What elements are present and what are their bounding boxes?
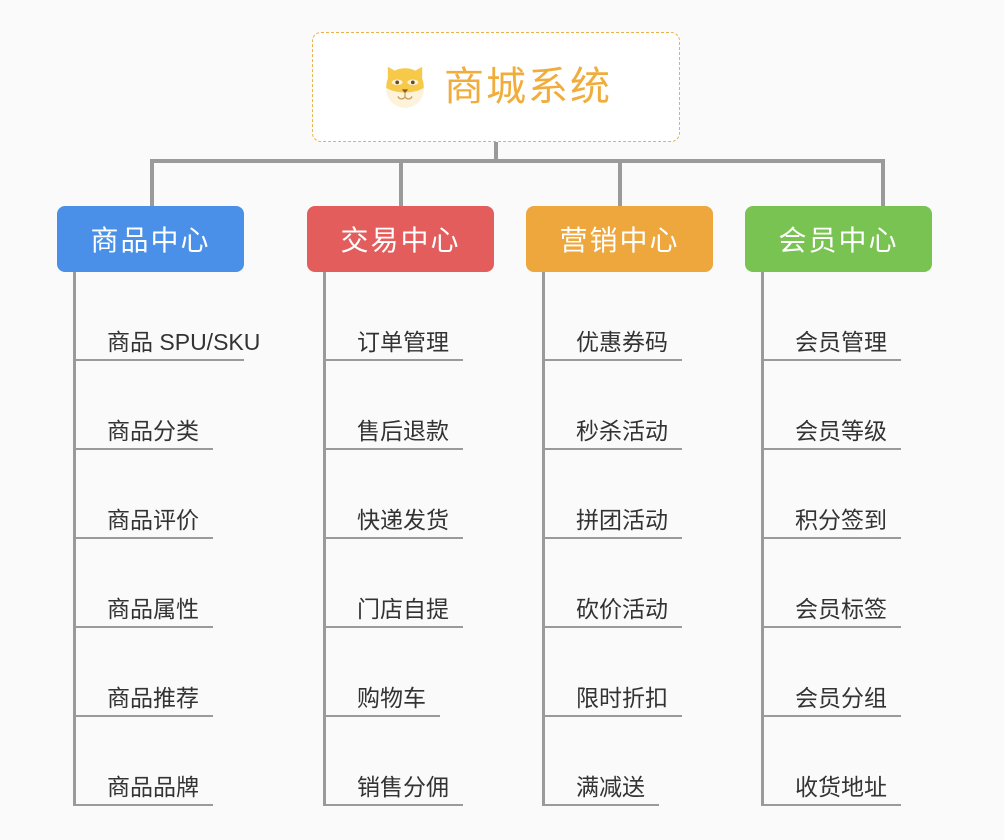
leaf-item-label: 砍价活动 [576,595,668,622]
shiba-dog-face-icon [380,62,430,112]
leaf-item[interactable]: 砍价活动 [543,539,682,628]
leaf-item[interactable]: 门店自提 [324,539,463,628]
leaf-item-label: 秒杀活动 [576,417,668,444]
column-3: 营销中心优惠券码秒杀活动拼团活动砍价活动限时折扣满减送 [526,206,713,806]
connector-horizontal-bar [150,159,884,163]
leaf-item-label: 商品属性 [107,595,199,622]
column-items-4: 会员管理会员等级积分签到会员标签会员分组收货地址 [745,272,932,806]
leaf-item[interactable]: 满减送 [543,717,659,806]
leaf-item[interactable]: 商品品牌 [74,717,213,806]
leaf-item[interactable]: 限时折扣 [543,628,682,717]
column-items-2: 订单管理售后退款快递发货门店自提购物车销售分佣 [307,272,494,806]
leaf-item-label: 购物车 [357,684,426,711]
leaf-item[interactable]: 拼团活动 [543,450,682,539]
leaf-item-label: 收货地址 [795,773,887,800]
leaf-item-label: 销售分佣 [357,773,449,800]
leaf-item-label: 售后退款 [357,417,449,444]
leaf-item[interactable]: 会员分组 [762,628,901,717]
connector-drop-3 [618,159,622,206]
leaf-item-label: 限时折扣 [576,684,668,711]
column-header-3[interactable]: 营销中心 [526,206,713,272]
column-1: 商品中心商品 SPU/SKU 商品分类商品评价商品属性商品推荐商品品牌 [57,206,260,806]
leaf-item[interactable]: 商品属性 [74,539,213,628]
root-title: 商城系统 [444,65,612,109]
column-spine-1 [73,272,76,806]
leaf-item[interactable]: 商品分类 [74,361,213,450]
leaf-item[interactable]: 快递发货 [324,450,463,539]
leaf-item[interactable]: 优惠券码 [543,272,682,361]
connector-drop-1 [150,159,154,206]
leaf-item-label: 订单管理 [357,328,449,355]
leaf-item-label: 会员等级 [795,417,887,444]
leaf-item-label: 商品评价 [107,506,199,533]
leaf-item-label: 商品品牌 [107,773,199,800]
leaf-item-label: 拼团活动 [576,506,668,533]
leaf-item-label: 商品 SPU/SKU [107,328,261,355]
leaf-item-label: 会员分组 [795,684,887,711]
column-header-4[interactable]: 会员中心 [745,206,932,272]
leaf-item-label: 商品分类 [107,417,199,444]
leaf-item[interactable]: 售后退款 [324,361,463,450]
leaf-item[interactable]: 商品评价 [74,450,213,539]
leaf-item[interactable]: 商品 SPU/SKU [74,272,260,361]
leaf-item[interactable]: 会员标签 [762,539,901,628]
column-4: 会员中心会员管理会员等级积分签到会员标签会员分组收货地址 [745,206,932,806]
leaf-item-label: 门店自提 [357,595,449,622]
column-2: 交易中心订单管理售后退款快递发货门店自提购物车销售分佣 [307,206,494,806]
leaf-item[interactable]: 会员等级 [762,361,901,450]
column-items-3: 优惠券码秒杀活动拼团活动砍价活动限时折扣满减送 [526,272,713,806]
leaf-item[interactable]: 收货地址 [762,717,901,806]
connector-drop-4 [881,159,885,206]
leaf-item-label: 优惠券码 [576,328,668,355]
leaf-item[interactable]: 积分签到 [762,450,901,539]
leaf-item[interactable]: 购物车 [324,628,440,717]
leaf-item[interactable]: 销售分佣 [324,717,463,806]
leaf-item[interactable]: 秒杀活动 [543,361,682,450]
leaf-item[interactable]: 会员管理 [762,272,901,361]
column-spine-3 [542,272,545,806]
leaf-item-label: 满减送 [576,773,645,800]
leaf-item[interactable]: 商品推荐 [74,628,213,717]
leaf-item-label: 会员管理 [795,328,887,355]
column-header-2[interactable]: 交易中心 [307,206,494,272]
connector-stem [494,142,498,163]
connector-drop-2 [399,159,403,206]
root-node[interactable]: 商城系统 [312,32,680,142]
column-spine-2 [323,272,326,806]
leaf-item[interactable]: 订单管理 [324,272,463,361]
column-header-1[interactable]: 商品中心 [57,206,244,272]
leaf-item-label: 快递发货 [357,506,449,533]
leaf-item-label: 商品推荐 [107,684,199,711]
leaf-item-label: 积分签到 [795,506,887,533]
leaf-item-label: 会员标签 [795,595,887,622]
column-items-1: 商品 SPU/SKU 商品分类商品评价商品属性商品推荐商品品牌 [57,272,260,806]
column-spine-4 [761,272,764,806]
